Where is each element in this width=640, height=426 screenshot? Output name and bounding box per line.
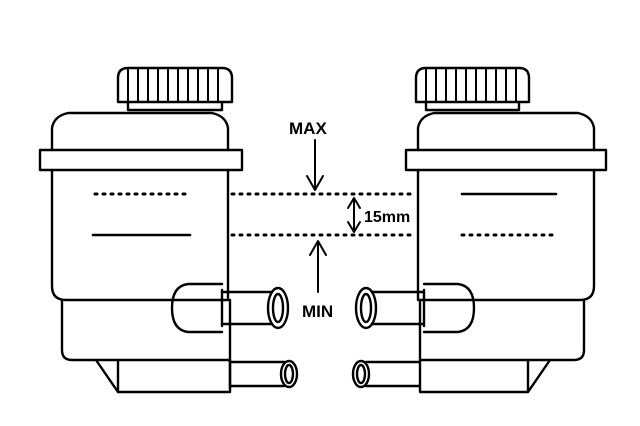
right-collar: [404, 148, 608, 172]
reservoir-left-icon: [38, 66, 299, 394]
right-lower-housing: [418, 298, 586, 362]
gap-label: 15mm: [364, 209, 410, 226]
reservoir-right-icon: [351, 66, 608, 394]
left-upper-port: [170, 282, 290, 334]
left-lower-housing: [60, 298, 232, 362]
right-lower-port: [351, 359, 422, 389]
arrow-down-icon: [306, 139, 324, 191]
right-cap: [414, 66, 531, 104]
right-upper-port: [354, 282, 476, 334]
left-body: [50, 168, 230, 302]
left-cap: [116, 66, 234, 104]
right-dome: [416, 111, 596, 152]
arrow-up-icon: [309, 240, 327, 293]
left-dome: [50, 111, 230, 152]
right-body: [416, 168, 596, 302]
double-arrow-icon: [347, 197, 361, 233]
min-label: MIN: [302, 302, 333, 321]
left-lower-port: [228, 358, 299, 390]
max-label: MAX: [289, 119, 327, 138]
left-collar: [38, 148, 244, 172]
